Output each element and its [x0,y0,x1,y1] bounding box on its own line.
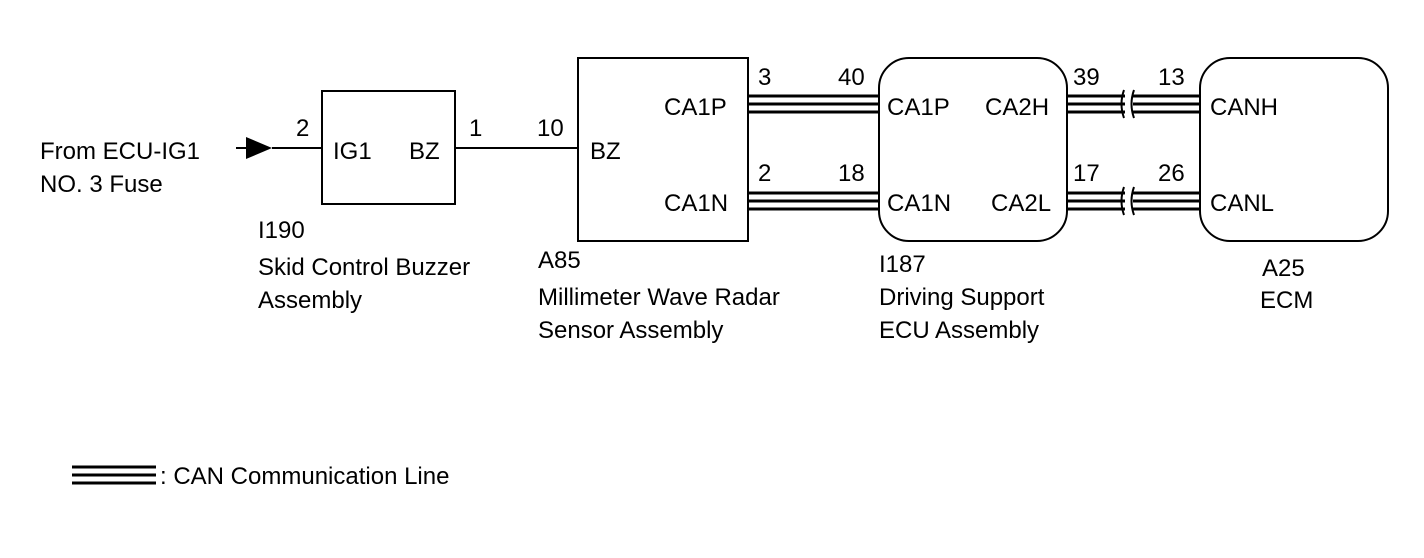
ecu-terminal-ca1n: CA1N [887,190,951,217]
can-line-ca1p [748,94,879,114]
radar-terminal-bz: BZ [590,138,621,165]
radar-code: A85 [538,247,581,274]
pin-ecu-17: 17 [1073,160,1100,187]
legend-label: : CAN Communication Line [160,463,449,490]
connector-arrow-icon [246,137,272,159]
pin-buzzer-1: 1 [469,115,482,142]
radar-name-line1: Millimeter Wave Radar [538,284,780,311]
pin-ecm-13: 13 [1158,64,1185,91]
ecu-terminal-ca1p: CA1P [887,94,950,121]
buzzer-box [321,90,456,205]
ecm-terminal-canl: CANL [1210,190,1274,217]
ecu-terminal-ca2h: CA2H [985,94,1049,121]
pin-ecm-26: 26 [1158,160,1185,187]
pin-ecu-18: 18 [838,160,865,187]
source-label-line1: From ECU-IG1 [40,138,200,165]
buzzer-terminal-bz: BZ [409,138,440,165]
line-break-icon [1120,186,1135,216]
pin-radar-10: 10 [537,115,564,142]
ecm-code: A25 [1262,255,1305,282]
line-break-icon [1120,89,1135,119]
can-line-ca1n [748,191,879,211]
driving-ecu-box [878,57,1068,242]
buzzer-terminal-ig1: IG1 [333,138,372,165]
radar-name-line2: Sensor Assembly [538,317,723,344]
pin-ecu-40: 40 [838,64,865,91]
ecu-terminal-ca2l: CA2L [991,190,1051,217]
pin-radar-2: 2 [758,160,771,187]
legend-can-line-symbol [72,465,156,485]
ecm-box [1199,57,1389,242]
radar-box [577,57,749,242]
source-label-line2: NO. 3 Fuse [40,171,163,198]
pin-source-2: 2 [296,115,309,142]
can-line-canh [1067,94,1200,114]
ecm-name: ECM [1260,287,1313,314]
buzzer-code: I190 [258,217,305,244]
radar-terminal-ca1p: CA1P [664,94,727,121]
pin-radar-3: 3 [758,64,771,91]
buzzer-name-line1: Skid Control Buzzer [258,254,470,281]
pin-ecu-39: 39 [1073,64,1100,91]
radar-terminal-ca1n: CA1N [664,190,728,217]
driving-ecu-name-line1: Driving Support [879,284,1045,311]
driving-ecu-name-line2: ECU Assembly [879,317,1039,344]
ecm-terminal-canh: CANH [1210,94,1278,121]
driving-ecu-code: I187 [879,251,926,278]
can-line-canl [1067,191,1200,211]
buzzer-name-line2: Assembly [258,287,362,314]
